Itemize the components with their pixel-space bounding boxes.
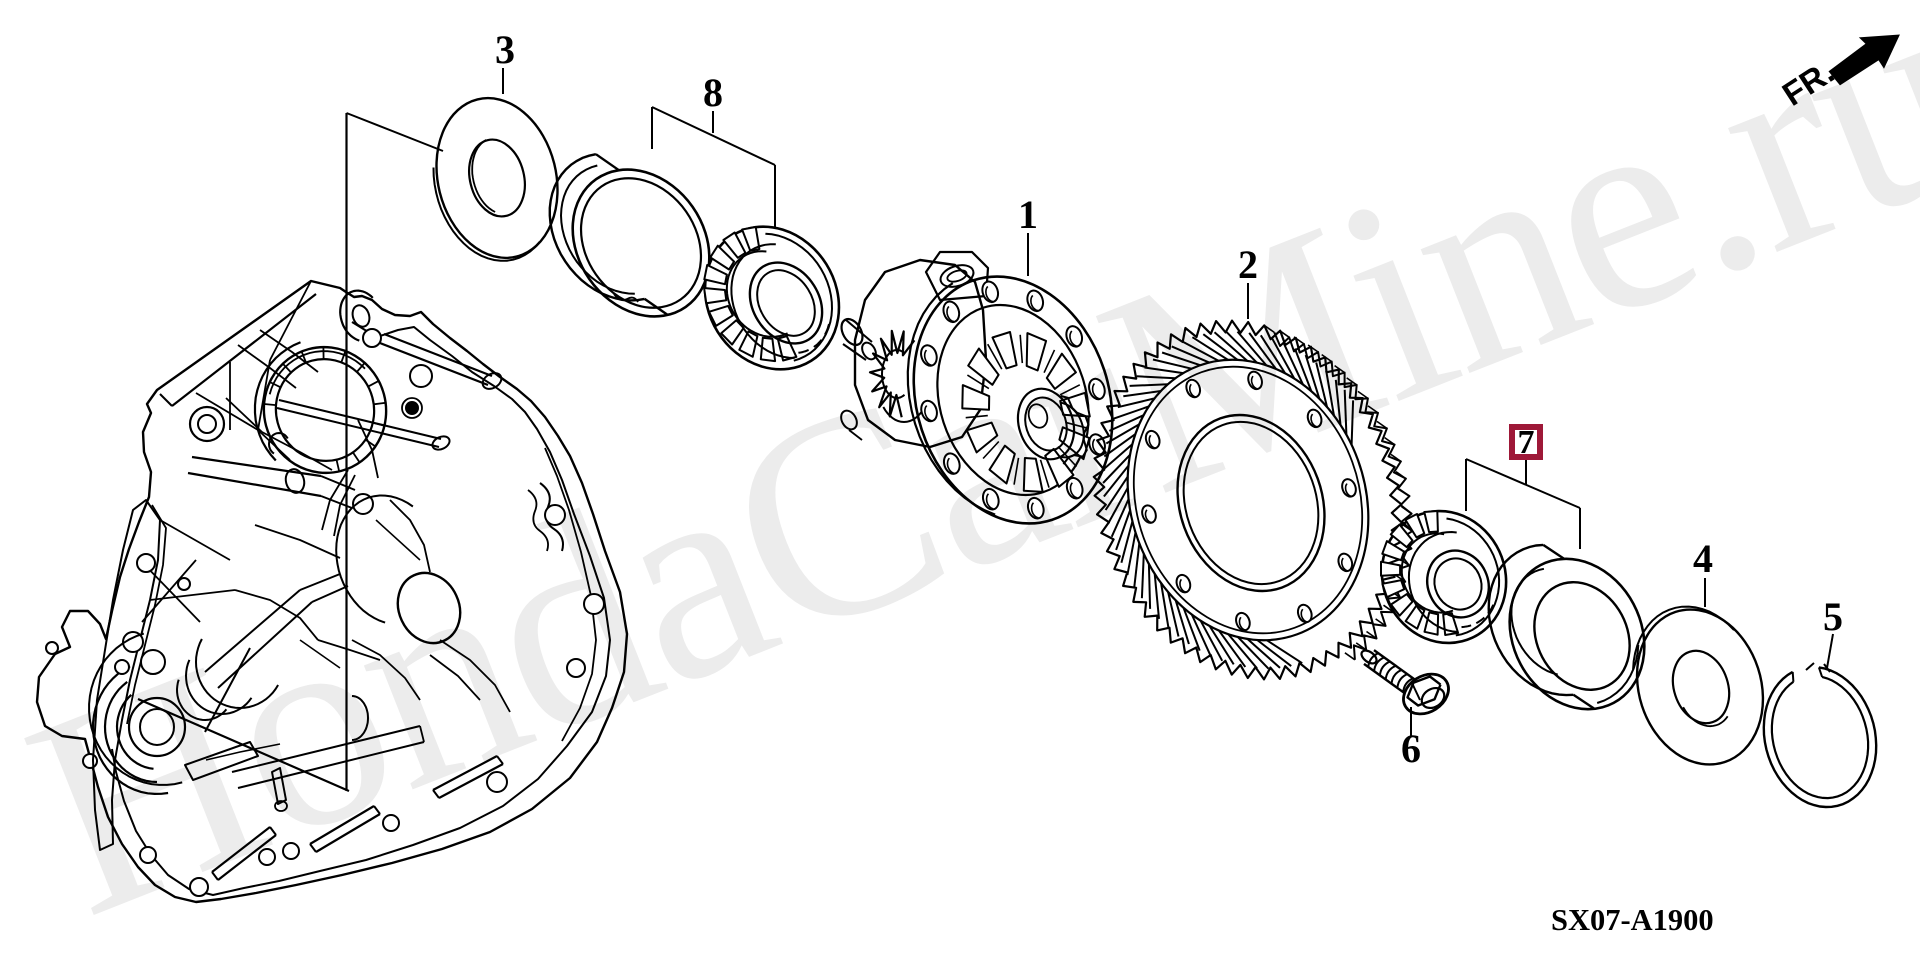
svg-text:2: 2 — [1238, 242, 1258, 287]
svg-text:3: 3 — [495, 27, 515, 72]
svg-text:1: 1 — [1018, 192, 1038, 237]
svg-text:8: 8 — [703, 70, 723, 115]
svg-text:7: 7 — [1518, 424, 1535, 461]
svg-text:5: 5 — [1823, 594, 1843, 639]
svg-text:SX07-A1900: SX07-A1900 — [1551, 903, 1714, 937]
svg-text:4: 4 — [1693, 536, 1713, 581]
